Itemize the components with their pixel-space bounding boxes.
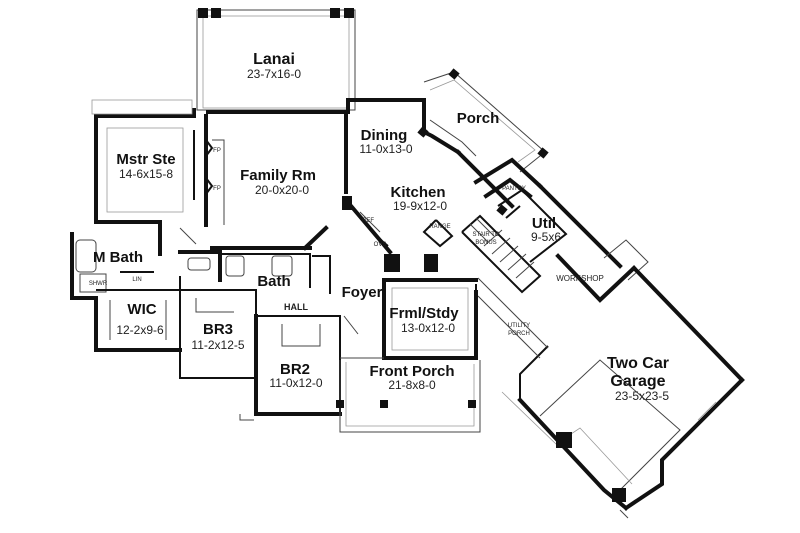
- front-porch-name: Front Porch: [370, 363, 455, 380]
- annotations: FP FP PANTRY REF OVS RANGE STAIR TO BONU…: [89, 148, 604, 337]
- br2-dims: 11-0x12-0: [269, 376, 322, 390]
- util-dims: 9-5x6: [531, 230, 561, 244]
- mstr-ste-dims: 14-6x15-8: [119, 167, 173, 181]
- utility-porch-label-line1: UTILITY: [508, 323, 530, 329]
- linen-label: LIN: [132, 277, 141, 283]
- br3-name: BR3: [203, 321, 233, 338]
- utility-porch-label-line2: PORCH: [508, 331, 530, 337]
- wic-dims: 12-2x9-6: [116, 323, 164, 337]
- shower-label: SHWR: [89, 281, 108, 287]
- bath-name: Bath: [257, 273, 290, 290]
- garage-dims: 23-5x23-5: [615, 389, 669, 403]
- stair-label-line2: BONUS: [475, 240, 496, 246]
- ref-label: REF: [362, 218, 374, 224]
- walls: [70, 8, 745, 519]
- family-rm-name: Family Rm: [240, 167, 316, 184]
- br3-dims: 11-2x12-5: [191, 338, 244, 352]
- front-porch-dims: 21-8x8-0: [388, 378, 436, 392]
- lanai-name: Lanai: [253, 51, 295, 68]
- workshop-label: WORKSHOP: [556, 274, 604, 283]
- util-name: Util: [532, 215, 556, 232]
- dining-name: Dining: [361, 127, 408, 144]
- lanai-dims: 23-7x16-0: [247, 67, 301, 81]
- porch-structure: [417, 68, 549, 216]
- room-labels: Lanai 23-7x16-0 Dining 11-0x13-0 Porch M…: [93, 51, 669, 403]
- foyer-name: Foyer: [342, 284, 383, 301]
- garage-name-line1: Two Car: [607, 355, 669, 372]
- stair-to-bonus: [461, 214, 542, 294]
- range-label: RANGE: [429, 224, 450, 230]
- family-rm-dims: 20-0x20-0: [255, 183, 309, 197]
- mstr-ste-name: Mstr Ste: [116, 151, 175, 168]
- ovs-label: OVS: [374, 242, 387, 248]
- br2-name: BR2: [280, 361, 310, 378]
- porch-name: Porch: [457, 110, 500, 127]
- stair-label-line1: STAIR TO: [472, 232, 499, 238]
- hall-name: HALL: [284, 302, 308, 312]
- kitchen-name: Kitchen: [390, 184, 445, 201]
- front-porch-structure: [336, 357, 481, 433]
- dining-dims: 11-0x13-0: [359, 142, 412, 156]
- pantry-label: PANTRY: [502, 186, 526, 192]
- m-bath-name: M Bath: [93, 249, 143, 266]
- fireplace-label-upper: FP: [213, 148, 221, 154]
- frml-stdy-dims: 13-0x12-0: [401, 321, 455, 335]
- kitchen-dims: 19-9x12-0: [393, 199, 447, 213]
- frml-stdy-name: Frml/Stdy: [389, 305, 459, 322]
- wic-name: WIC: [127, 301, 156, 318]
- fireplace-label-lower: FP: [213, 186, 221, 192]
- garage-name-line2: Garage: [610, 373, 665, 390]
